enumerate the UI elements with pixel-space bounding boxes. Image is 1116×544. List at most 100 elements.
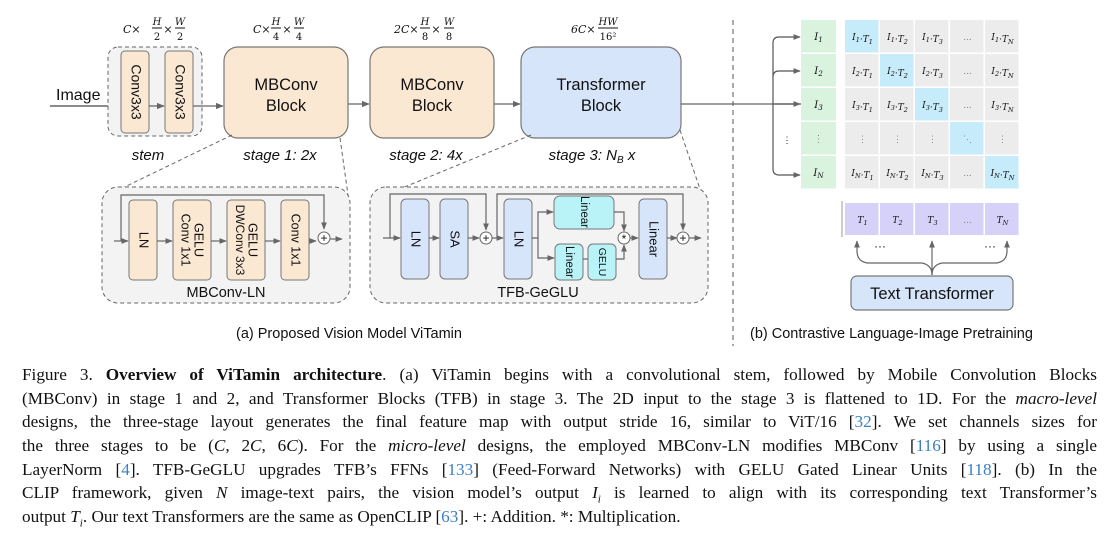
svg-text:I2·T3: I2·T3	[921, 67, 943, 80]
caption-line: CLIP framework, given N image-text pairs…	[22, 483, 1097, 506]
svg-text:IN·TN: IN·TN	[990, 169, 1015, 182]
svg-text:W: W	[175, 17, 186, 28]
tfb-linear-bottom-block[interactable]	[554, 243, 584, 281]
zoom-connector	[107, 134, 233, 196]
tfb-linear-out-block[interactable]	[638, 198, 668, 280]
mbconv-dwconv-gelu-block[interactable]	[226, 199, 266, 281]
matrix-cell: I3·T1	[845, 88, 879, 121]
svg-text:...: ...	[963, 67, 972, 77]
svg-text:I2·T2: I2·T2	[886, 67, 908, 80]
svg-text:I1·TN: I1·TN	[990, 33, 1014, 46]
matrix-cell: ...	[950, 20, 984, 53]
stage2-shape-annotation: 2C× H 8 × W 8	[393, 17, 455, 43]
svg-text:I2: I2	[813, 66, 823, 78]
stage1-title-line2: Block	[266, 97, 307, 115]
caption-line: LayerNorm [4]. TFB-GeGLU upgrades TFB’s …	[22, 459, 1097, 479]
caption-line: Figure 3. Overview of ViTamin architectu…	[22, 365, 1097, 384]
matrix-cell-diagonal: I2·T2	[880, 54, 914, 87]
citation-link[interactable]: 116	[915, 436, 941, 456]
mbconv-ln-block[interactable]	[128, 199, 158, 281]
svg-text:4: 4	[273, 32, 279, 43]
svg-text:I3·T2: I3·T2	[886, 101, 908, 114]
citation-link[interactable]: 63	[441, 507, 459, 527]
text-embedding-cell: T2	[880, 203, 914, 235]
stage3-shape-annotation: 6C× HW 16²	[571, 17, 618, 43]
svg-text:I3·TN: I3·TN	[990, 101, 1014, 114]
svg-text:2: 2	[177, 32, 183, 43]
citation-link[interactable]: 32	[854, 412, 872, 432]
svg-text:...: ...	[963, 216, 972, 226]
svg-text:I3: I3	[813, 100, 823, 112]
tfb-gelu-block[interactable]	[587, 243, 617, 281]
svg-text:16²: 16²	[600, 32, 617, 43]
tfb-ln1-block[interactable]	[400, 198, 430, 280]
stage3-transformer-block[interactable]	[520, 46, 682, 139]
caption-line: the three stages to be (C, 2C, 6C). For …	[22, 436, 1098, 456]
svg-text:W: W	[294, 17, 305, 28]
zoom-connector	[384, 134, 532, 196]
stage1-title-line1: MBConv	[254, 76, 318, 94]
text-transformer-block[interactable]	[850, 275, 1014, 311]
image-embedding-cell: I1	[801, 20, 836, 53]
mbconv-ln-label: LN	[137, 232, 152, 249]
stage1-shape-annotation: C× H 4 × W 4	[253, 17, 305, 43]
svg-text:I1·T2: I1·T2	[886, 33, 908, 46]
mul-symbol: *	[622, 232, 627, 246]
caption-line: output Ti. Our text Transformers are the…	[22, 507, 681, 530]
citation-link[interactable]: 133	[447, 459, 474, 479]
text-transformer-label: Text Transformer	[870, 285, 994, 303]
mbconv-conv1x1-out-block[interactable]	[280, 199, 310, 281]
svg-text:H: H	[152, 17, 162, 28]
citation-link[interactable]: 4	[121, 459, 130, 479]
stem-conv-2[interactable]	[164, 50, 194, 134]
svg-text:...: ...	[963, 33, 972, 43]
arrow	[616, 244, 627, 260]
mbconv-ln-group-title: MBConv-LN	[187, 285, 266, 301]
stage3-label: stage 3: NB x	[549, 147, 636, 166]
svg-text:2C×: 2C×	[393, 23, 419, 36]
citation-link[interactable]: 118	[966, 459, 992, 479]
figure-caption: Figure 3. Overview of ViTamin architectu…	[22, 363, 1098, 530]
text-embedding-arrows	[854, 240, 1010, 276]
zoom-connector	[679, 129, 703, 196]
tfb-sa-block[interactable]	[439, 198, 469, 280]
matrix-cell: I2·TN	[985, 54, 1019, 87]
mbconv-gelu-label: GELU	[192, 223, 206, 257]
stage2-title-line2: Block	[412, 97, 453, 115]
svg-text:I2·T1: I2·T1	[851, 67, 873, 80]
add-symbol: +	[679, 231, 686, 245]
stage2-mbconv-block[interactable]	[369, 46, 495, 139]
svg-text:I3·T1: I3·T1	[851, 101, 873, 114]
tfb-ln2-block[interactable]	[503, 198, 533, 280]
mbconv-conv1x1-out-label: Conv 1x1	[289, 214, 303, 267]
svg-text:I1: I1	[813, 32, 823, 44]
matrix-cell: IN·T1	[845, 156, 879, 189]
mbconv-conv1x1-label: Conv 1x1	[179, 214, 193, 267]
ellipsis-left: ···	[874, 239, 886, 253]
matrix-cell: ⋮	[915, 122, 949, 155]
stage2-title-line1: MBConv	[400, 76, 464, 94]
svg-text:⋮: ⋮	[783, 135, 792, 145]
matrix-cell: I2·T1	[845, 54, 879, 87]
matrix-cell: ⋮	[845, 122, 879, 155]
svg-text:I1·T3: I1·T3	[921, 33, 943, 46]
svg-text:IN·T2: IN·T2	[885, 169, 908, 182]
stage1-mbconv-block[interactable]	[223, 46, 349, 139]
svg-text:T2: T2	[892, 216, 902, 227]
svg-text:⋮: ⋮	[858, 135, 867, 145]
text-embedding-cell: ...	[950, 203, 984, 235]
mbconv-conv1x1-gelu-block[interactable]	[172, 199, 212, 281]
mbconv-gelu2-label: GELU	[246, 223, 260, 257]
arrow	[614, 211, 627, 232]
matrix-cell: I3·TN	[985, 88, 1019, 121]
matrix-cell-diagonal: ⋱	[950, 122, 984, 155]
stem-shape-annotation: C× H 2 × W 2	[123, 17, 186, 43]
svg-text:C×: C×	[253, 23, 271, 36]
svg-text:IN·T3: IN·T3	[920, 169, 943, 182]
matrix-cell: ...	[950, 156, 984, 189]
stem-conv-2-label: Conv3x3	[172, 64, 188, 119]
stem-conv-1[interactable]	[120, 50, 150, 134]
matrix-cell: ⋮	[880, 122, 914, 155]
matrix-cell: I2·T3	[915, 54, 949, 87]
